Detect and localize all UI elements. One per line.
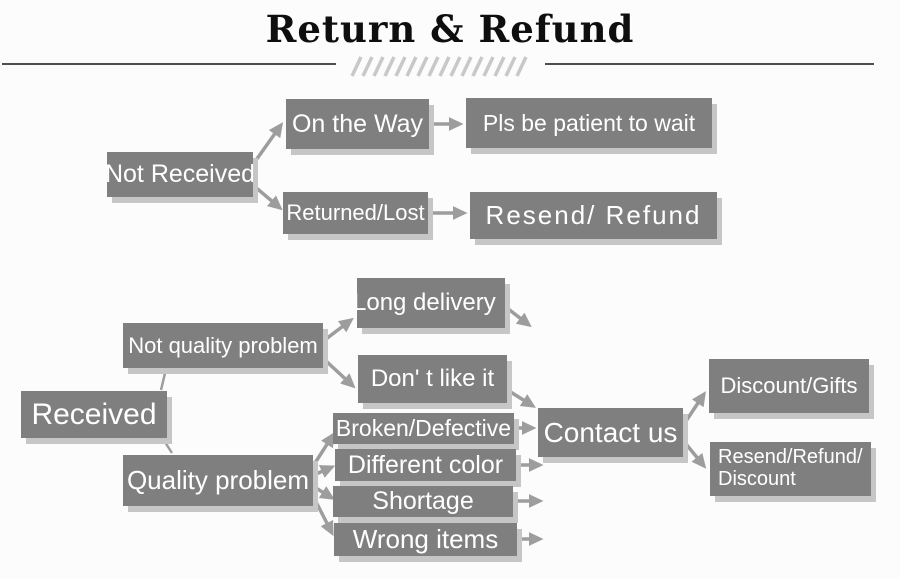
arrow-longdelivery-out [505, 306, 532, 328]
line-received-notquality [159, 368, 168, 391]
resend-refund-discount-line2: Discount [718, 468, 796, 490]
node-not-received: Not Received [107, 152, 253, 197]
node-wrong-items: Wrong items [334, 523, 517, 556]
node-not-quality-problem: Not quality problem [123, 323, 323, 368]
node-returned-lost: Returned/Lost [283, 192, 428, 234]
arrow-notquality-dontlike [324, 359, 356, 389]
node-long-delivery: Long delivery [357, 278, 505, 328]
arrow-contact-resenddiscount [684, 442, 707, 469]
node-quality-problem: Quality problem [123, 455, 313, 506]
arrow-quality-wrongitems [313, 499, 334, 537]
node-discount-gifts: Discount/Gifts [709, 359, 869, 413]
arrow-notquality-longdelivery [324, 317, 354, 341]
arrow-quality-broken [313, 432, 335, 464]
arrow-quality-differentcolor [315, 465, 336, 478]
node-resend-refund-discount: Resend/Refund/ Discount [710, 442, 871, 496]
node-different-color: Different color [335, 449, 516, 481]
node-contact-us: Contact us [538, 408, 683, 457]
arrow-contact-discountgifts [684, 391, 706, 422]
arrow-notreceived-returnedlost [252, 184, 283, 211]
hatch-decoration [350, 56, 528, 77]
node-on-the-way: On the Way [286, 99, 429, 149]
node-broken-defective: Broken/Defective [333, 413, 514, 444]
node-pls-be-patient: Pls be patient to wait [466, 98, 712, 148]
arrow-dontlike-contact [508, 389, 536, 408]
node-shortage: Shortage [333, 486, 513, 517]
node-dont-like-it: Don' t like it [358, 355, 507, 403]
arrow-notreceived-ontheway [252, 122, 284, 165]
line-received-quality [161, 438, 174, 454]
arrow-quality-shortage [315, 486, 335, 500]
resend-refund-discount-line1: Resend/Refund/ [718, 446, 863, 469]
node-resend-refund: Resend/ Refund [470, 192, 717, 239]
node-received: Received [21, 391, 167, 438]
page-title: Return & Refund [265, 7, 635, 51]
